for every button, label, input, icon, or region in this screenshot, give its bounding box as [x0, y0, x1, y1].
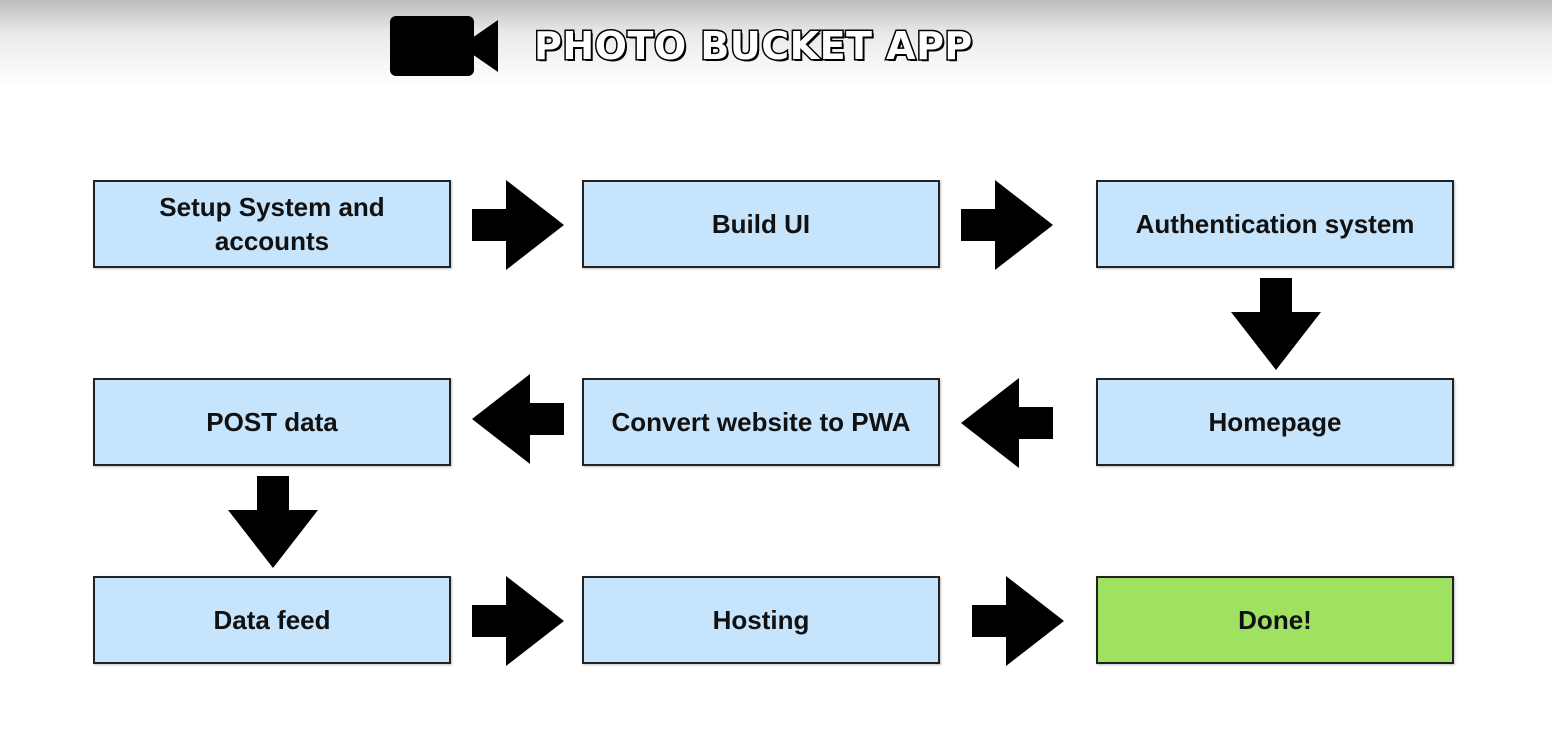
step-authentication: Authentication system	[1096, 180, 1454, 268]
arrow-right-icon	[472, 180, 564, 270]
arrow-down-icon	[1231, 278, 1321, 370]
step-hosting: Hosting	[582, 576, 940, 664]
arrow-right-icon	[472, 576, 564, 666]
step-build-ui: Build UI	[582, 180, 940, 268]
app-title: PHOTO BUCKET APP	[533, 23, 974, 70]
step-data-feed: Data feed	[93, 576, 451, 664]
arrow-left-icon	[472, 374, 564, 464]
step-homepage: Homepage	[1096, 378, 1454, 466]
step-convert-pwa: Convert website to PWA	[582, 378, 940, 466]
arrow-right-icon	[972, 576, 1064, 666]
arrow-down-icon	[228, 476, 318, 568]
step-done: Done!	[1096, 576, 1454, 664]
arrow-right-icon	[961, 180, 1053, 270]
header: PHOTO BUCKET APP	[388, 14, 974, 78]
arrow-left-icon	[961, 378, 1053, 468]
step-post-data: POST data	[93, 378, 451, 466]
top-shade	[0, 0, 1552, 110]
step-setup-system: Setup System and accounts	[93, 180, 451, 268]
video-camera-icon	[390, 16, 498, 76]
